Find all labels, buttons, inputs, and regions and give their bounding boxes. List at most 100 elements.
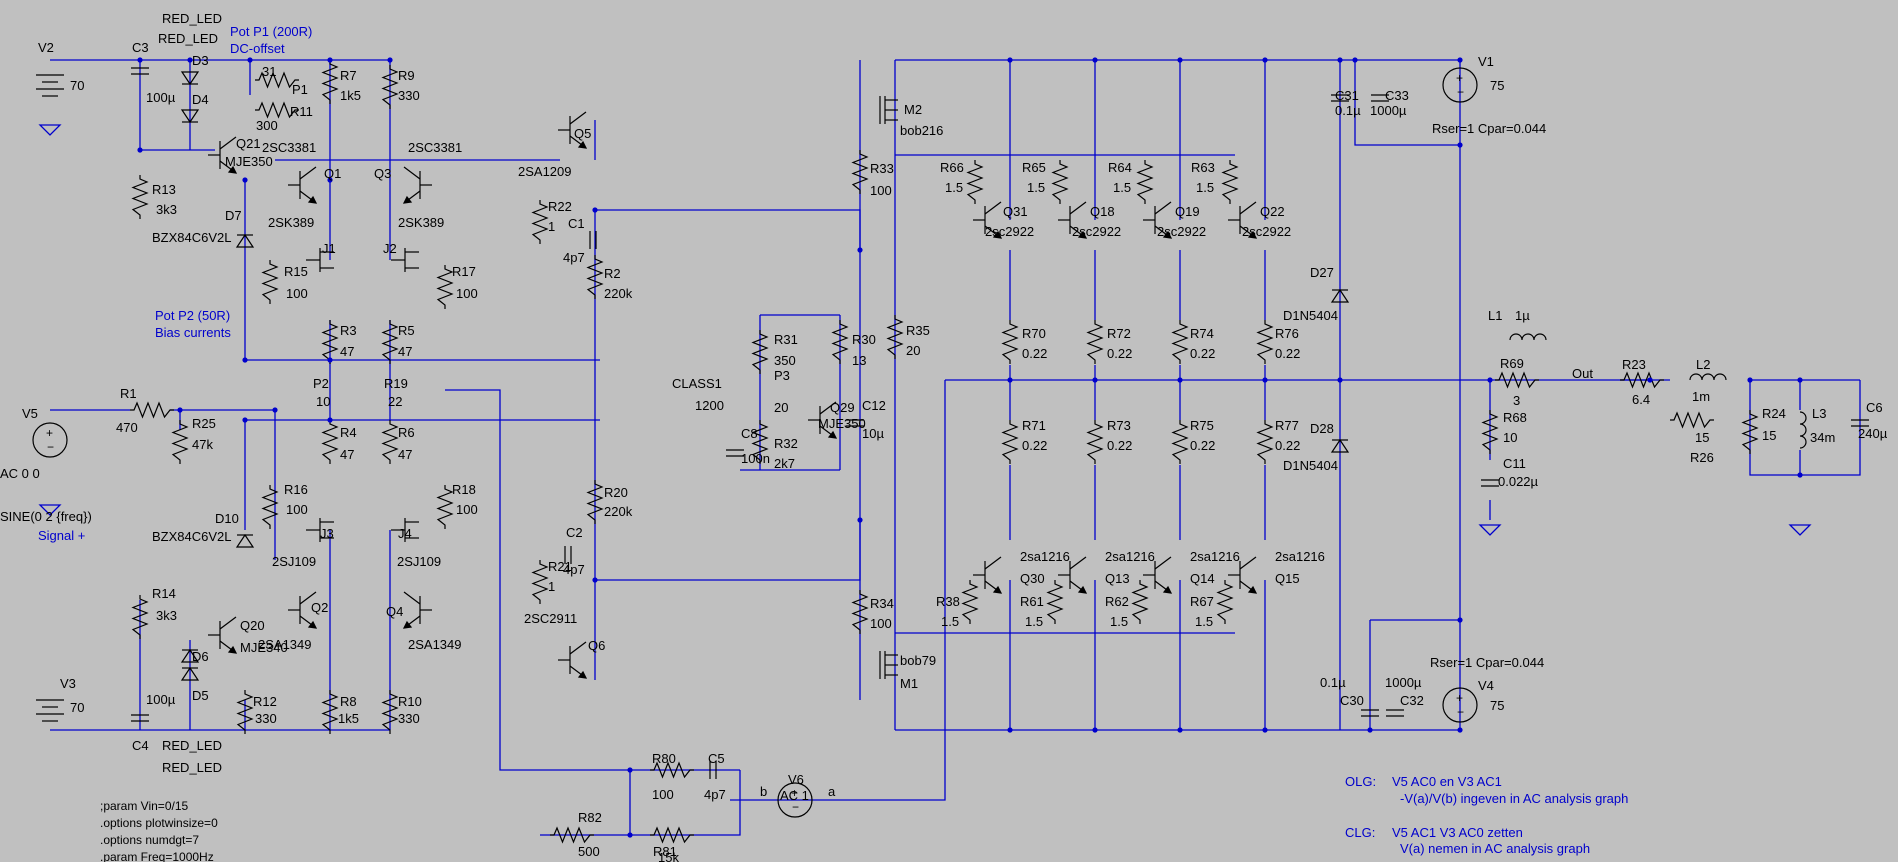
r68-resistor[interactable]	[1481, 410, 1499, 454]
r9-resistor[interactable]	[381, 65, 399, 109]
emitter-resistor-bottom[interactable]	[1046, 580, 1064, 624]
d6-led[interactable]	[180, 666, 200, 681]
r13-resistor[interactable]	[131, 175, 149, 219]
r31-resistor[interactable]	[751, 330, 769, 374]
r82-resistor[interactable]	[550, 826, 594, 844]
r81-resistor[interactable]	[650, 826, 694, 844]
d28-diode[interactable]	[1330, 438, 1350, 453]
v3-battery[interactable]	[36, 699, 64, 722]
power-resistor-upper[interactable]	[1256, 320, 1274, 364]
c30-capacitor[interactable]	[1361, 709, 1379, 717]
c4-capacitor[interactable]	[131, 714, 149, 722]
l1-inductor[interactable]	[1509, 333, 1547, 341]
d7-zener[interactable]	[235, 233, 255, 248]
q6-transistor[interactable]	[558, 641, 588, 679]
d5-led[interactable]	[180, 648, 200, 663]
r35-resistor[interactable]	[886, 315, 904, 359]
r16-resistor[interactable]	[261, 485, 279, 529]
j1-jfet[interactable]	[306, 248, 334, 272]
power-resistor-lower[interactable]	[1086, 420, 1104, 464]
emitter-resistor-top[interactable]	[1136, 160, 1154, 204]
r5-resistor[interactable]	[381, 320, 399, 364]
emitter-resistor-bottom[interactable]	[961, 580, 979, 624]
v2-battery[interactable]	[36, 74, 64, 97]
c11-capacitor[interactable]	[1481, 479, 1499, 487]
c8-capacitor[interactable]	[726, 449, 744, 457]
power-resistor-upper[interactable]	[1086, 320, 1104, 364]
r3-resistor[interactable]	[321, 320, 339, 364]
output-pnp[interactable]	[1058, 556, 1088, 594]
r24-resistor[interactable]	[1741, 410, 1759, 454]
d4-led[interactable]	[180, 109, 200, 124]
power-resistor-upper[interactable]	[1001, 320, 1019, 364]
d27-diode[interactable]	[1330, 288, 1350, 303]
r2-resistor[interactable]	[586, 255, 604, 299]
q2-transistor[interactable]	[288, 591, 318, 629]
c12-capacitor[interactable]	[846, 419, 864, 427]
r14-resistor[interactable]	[131, 595, 149, 639]
r25-resistor[interactable]	[171, 420, 189, 464]
output-npn[interactable]	[1058, 201, 1088, 239]
d10-zener[interactable]	[235, 533, 255, 548]
output-pnp[interactable]	[1228, 556, 1258, 594]
m2-mosfet[interactable]	[879, 96, 898, 124]
emitter-resistor-bottom[interactable]	[1216, 580, 1234, 624]
r7-resistor[interactable]	[321, 60, 339, 104]
q21-transistor[interactable]	[208, 136, 238, 174]
v4-source[interactable]: +−	[1442, 687, 1478, 723]
r4-resistor[interactable]	[321, 420, 339, 464]
output-pnp[interactable]	[1143, 556, 1173, 594]
r12-resistor[interactable]	[236, 690, 254, 734]
c1-capacitor[interactable]	[589, 231, 597, 249]
d3-led[interactable]	[180, 71, 200, 86]
r33-resistor[interactable]	[851, 150, 869, 194]
emitter-resistor-top[interactable]	[966, 160, 984, 204]
r30-resistor[interactable]	[831, 320, 849, 364]
power-resistor-lower[interactable]	[1256, 420, 1274, 464]
r15-resistor[interactable]	[261, 260, 279, 304]
c31-capacitor[interactable]	[1331, 94, 1349, 102]
m1-mosfet[interactable]	[879, 651, 898, 679]
r21-resistor[interactable]	[531, 560, 549, 604]
r10-resistor[interactable]	[381, 690, 399, 734]
output-pnp[interactable]	[973, 556, 1003, 594]
output-npn[interactable]	[973, 201, 1003, 239]
l3-inductor[interactable]	[1799, 411, 1807, 449]
r34-resistor[interactable]	[851, 590, 869, 634]
emitter-resistor-top[interactable]	[1051, 160, 1069, 204]
c3-capacitor[interactable]	[131, 67, 149, 75]
r32-resistor[interactable]	[751, 420, 769, 464]
r80-resistor[interactable]	[650, 761, 694, 779]
r23-resistor[interactable]	[1620, 371, 1664, 389]
output-npn[interactable]	[1143, 201, 1173, 239]
r22-resistor[interactable]	[531, 200, 549, 244]
q20-transistor[interactable]	[208, 616, 238, 654]
j3-jfet[interactable]	[306, 518, 334, 542]
j4-jfet[interactable]	[391, 518, 419, 542]
v6-source[interactable]: +−	[777, 782, 813, 818]
emitter-resistor-bottom[interactable]	[1131, 580, 1149, 624]
r69-resistor[interactable]	[1495, 371, 1539, 389]
q1-transistor[interactable]	[288, 166, 318, 204]
r18-resistor[interactable]	[436, 485, 454, 529]
q5-transistor[interactable]	[558, 111, 588, 149]
q3-transistor[interactable]	[402, 166, 432, 204]
p1-pot[interactable]	[255, 71, 299, 89]
r6-resistor[interactable]	[381, 420, 399, 464]
v5-source[interactable]: +−	[32, 422, 68, 458]
q4-transistor[interactable]	[402, 591, 432, 629]
j2-jfet[interactable]	[391, 248, 419, 272]
r1-resistor[interactable]	[130, 401, 174, 419]
c2-capacitor[interactable]	[564, 546, 572, 564]
q29-transistor[interactable]	[808, 401, 838, 439]
r11-resistor[interactable]	[255, 101, 299, 119]
r17-resistor[interactable]	[436, 265, 454, 309]
v1-source[interactable]: +−	[1442, 67, 1478, 103]
c6-capacitor[interactable]	[1851, 419, 1869, 427]
r20-resistor[interactable]	[586, 480, 604, 524]
r8-resistor[interactable]	[321, 690, 339, 734]
c5-capacitor[interactable]	[709, 761, 717, 779]
emitter-resistor-top[interactable]	[1221, 160, 1239, 204]
output-npn[interactable]	[1228, 201, 1258, 239]
